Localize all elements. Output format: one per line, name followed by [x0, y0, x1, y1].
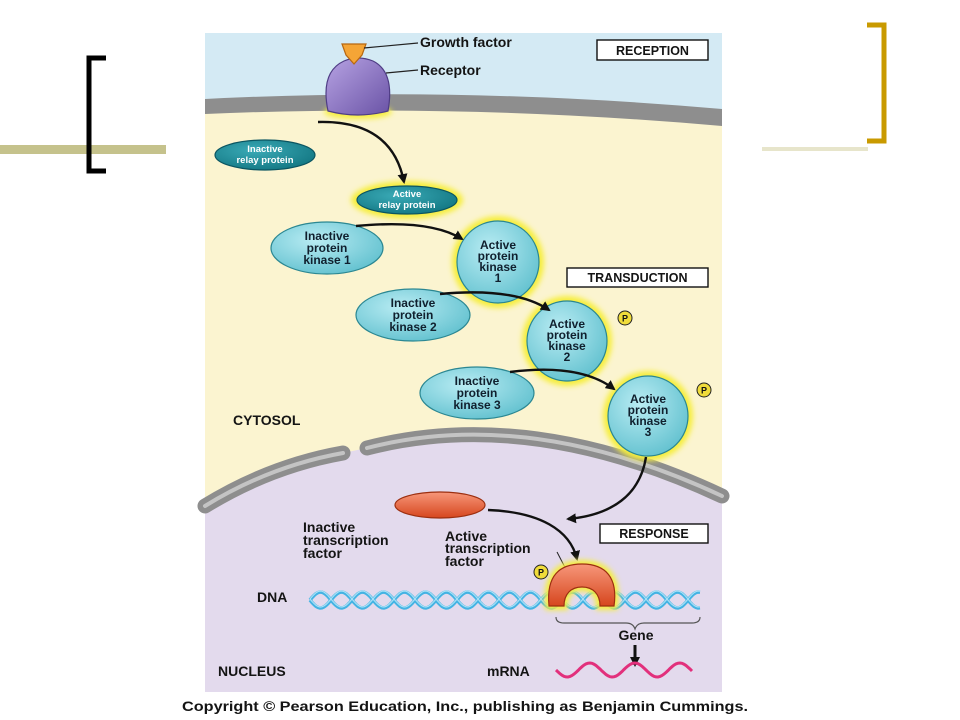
growth-factor [341, 43, 367, 65]
stage-reception-label: RECEPTION [616, 44, 689, 58]
kinase3-active: Active protein kinase 3 P [603, 371, 712, 461]
dna-label: DNA [257, 589, 287, 605]
kinase3-active-line: protein [628, 403, 669, 417]
stage-transduction-label: TRANSDUCTION [588, 271, 688, 285]
arrow-tf-activation [487, 508, 580, 561]
dna-strand [308, 590, 701, 610]
arrow-kinase2-activation [439, 291, 551, 312]
kinase3-inactive-line: Inactive [455, 374, 500, 388]
dna-double-helix [308, 590, 701, 610]
growth-factor-label: Growth factor [420, 34, 512, 50]
relay-active-line: relay protein [378, 200, 435, 211]
tf-active-label-line: Active [445, 528, 487, 544]
transcription-factor-active: P [533, 559, 619, 610]
receptor-label: Receptor [420, 62, 481, 78]
transcription-factor-inactive [394, 491, 486, 519]
dna-strand [308, 590, 701, 610]
pathway-arrows [317, 120, 648, 561]
slide-decorations [0, 22, 887, 174]
phosphate-label: P [701, 386, 707, 396]
kinase2-active: Active protein kinase 2 P [522, 296, 633, 386]
tf-active-label-line: factor [445, 553, 484, 569]
stage-transduction: TRANSDUCTION [566, 267, 709, 288]
kinase2-active-line: protein [547, 328, 588, 342]
dna-strand-highlight [309, 590, 701, 608]
phosphate-label: P [538, 568, 544, 578]
kinase3-active-line: 3 [645, 425, 652, 439]
relay-active-line: Active [393, 189, 422, 200]
receptor [324, 57, 392, 119]
dna-strand-highlight [309, 590, 701, 608]
receptor-leader [385, 69, 419, 74]
right-bracket-icon [867, 22, 887, 144]
kinase1-inactive: Inactive protein kinase 1 [270, 221, 384, 275]
kinase3-inactive-line: kinase 3 [453, 398, 501, 412]
kinase3-inactive-line: protein [457, 386, 498, 400]
accent-bar [0, 145, 166, 154]
signaling-figure: RECEPTION TRANSDUCTION RESPONSE Growth f… [197, 33, 730, 692]
kinase3-inactive: Inactive protein kinase 3 [419, 366, 535, 420]
relay-protein-inactive: Inactive relay protein [214, 139, 316, 171]
kinase1-active-line: Active [480, 238, 516, 252]
growth-factor-leader [363, 42, 419, 49]
phosphate-icon: P [533, 564, 549, 580]
kinase3-active-line: Active [630, 392, 666, 406]
kinase1-active-line: kinase [479, 260, 517, 274]
relay-protein-active: Active relay protein [351, 181, 463, 219]
gene-bracket [555, 616, 701, 631]
copyright-notice: Copyright © Pearson Education, Inc., pub… [182, 699, 748, 714]
relay-inactive-line: Inactive [247, 144, 282, 155]
kinase2-active-line: kinase [548, 339, 586, 353]
relay-inactive-line: relay protein [236, 155, 293, 166]
kinase1-inactive-line: protein [307, 241, 348, 255]
kinase1-active-line: 1 [495, 271, 502, 285]
stage-response-label: RESPONSE [619, 527, 688, 541]
kinase1-active: Active protein kinase 1 [452, 216, 544, 308]
nucleus-label: NUCLEUS [218, 663, 286, 679]
kinase2-active-line: Active [549, 317, 585, 331]
cytosol-label: CYTOSOL [233, 412, 301, 428]
tf-inactive-label-line: transcription [303, 532, 389, 548]
mrna-strand [554, 661, 694, 679]
kinase2-inactive: Inactive protein kinase 2 [355, 288, 471, 342]
kinase1-inactive-line: Inactive [305, 229, 350, 243]
arrow-kinase1-activation [355, 222, 464, 241]
kinase1-active-line: protein [478, 249, 519, 263]
tf-inactive-label-line: factor [303, 545, 342, 561]
kinase2-inactive-line: protein [393, 308, 434, 322]
stage-reception: RECEPTION [596, 39, 709, 61]
phosphate-icon: P [696, 382, 712, 398]
tf-inactive-label-line: Inactive [303, 519, 355, 535]
kinase2-inactive-line: kinase 2 [389, 320, 437, 334]
phosphate-label: P [622, 314, 628, 324]
left-bracket-icon [86, 55, 106, 174]
nuclear-envelope [197, 427, 730, 514]
arrow-relay-activation [317, 120, 408, 184]
tf-active-label-line: transcription [445, 540, 531, 556]
gene-label: Gene [618, 627, 653, 643]
phosphate-icon: P [617, 310, 633, 326]
kinase2-inactive-line: Inactive [391, 296, 436, 310]
mrna-label: mRNA [487, 663, 530, 679]
stage-response: RESPONSE [599, 523, 709, 544]
kinase2-active-line: 2 [564, 350, 571, 364]
nucleus-region [205, 434, 722, 692]
kinase3-active-line: kinase [629, 414, 667, 428]
arrow-to-transcription-factor [566, 456, 648, 524]
kinase1-inactive-line: kinase 1 [303, 253, 351, 267]
arrow-kinase3-activation [509, 368, 616, 391]
faint-accent-line [762, 147, 868, 151]
